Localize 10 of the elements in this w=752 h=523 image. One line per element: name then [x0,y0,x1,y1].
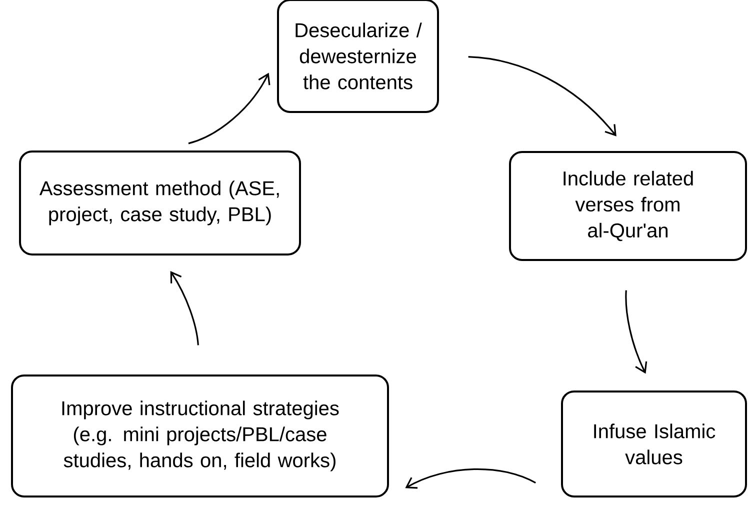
process-box: Assessment method (ASE, project, case study, PBL) [19,150,301,256]
arrow [188,72,270,144]
process-box: Infuse Islamic values [561,390,747,498]
process-box: Improve instructional strategies (e.g. mini projects/PBL/case studies, hands on, field works) [11,374,389,498]
arrow [625,290,648,374]
arrow [468,56,616,136]
arrow [170,271,199,346]
process-box: Include related verses from al-Qur'an [509,151,747,261]
process-box: Desecularize / dewesternize the contents [277,0,439,113]
arrow [405,468,536,489]
